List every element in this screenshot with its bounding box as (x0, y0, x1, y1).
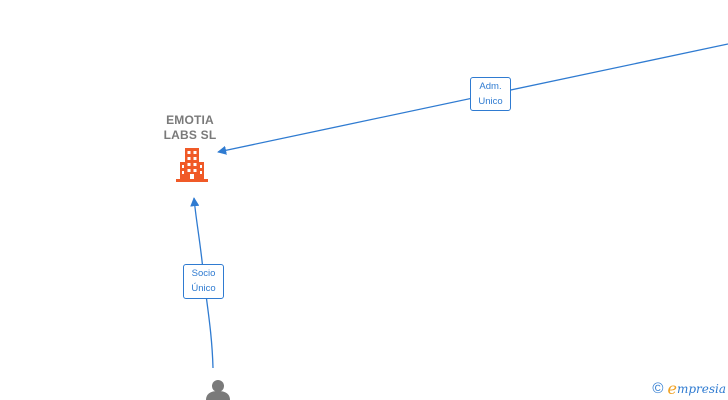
brand-name: mpresia (676, 381, 726, 396)
edge-label-adm[interactable]: Adm. Unico (470, 77, 511, 111)
company-building-icon[interactable] (176, 148, 208, 182)
company-name-line1[interactable]: EMOTIA (166, 113, 214, 127)
company-name[interactable]: EMOTIA LABS SL (140, 113, 240, 143)
copyright-symbol: © (652, 380, 664, 397)
edge-label-socio-line1: Socio (191, 268, 216, 279)
brand-e: e (667, 379, 677, 398)
empresia-logo[interactable]: © e mpresia (652, 379, 726, 398)
company-name-line2[interactable]: LABS SL (163, 128, 217, 142)
edge-label-adm-line2: Unico (478, 96, 503, 107)
edge-label-socio-line2: Único (191, 283, 216, 294)
person-icon[interactable] (204, 378, 232, 400)
edge-label-socio[interactable]: Socio Único (183, 264, 224, 299)
edge-label-adm-line1: Adm. (479, 81, 502, 92)
